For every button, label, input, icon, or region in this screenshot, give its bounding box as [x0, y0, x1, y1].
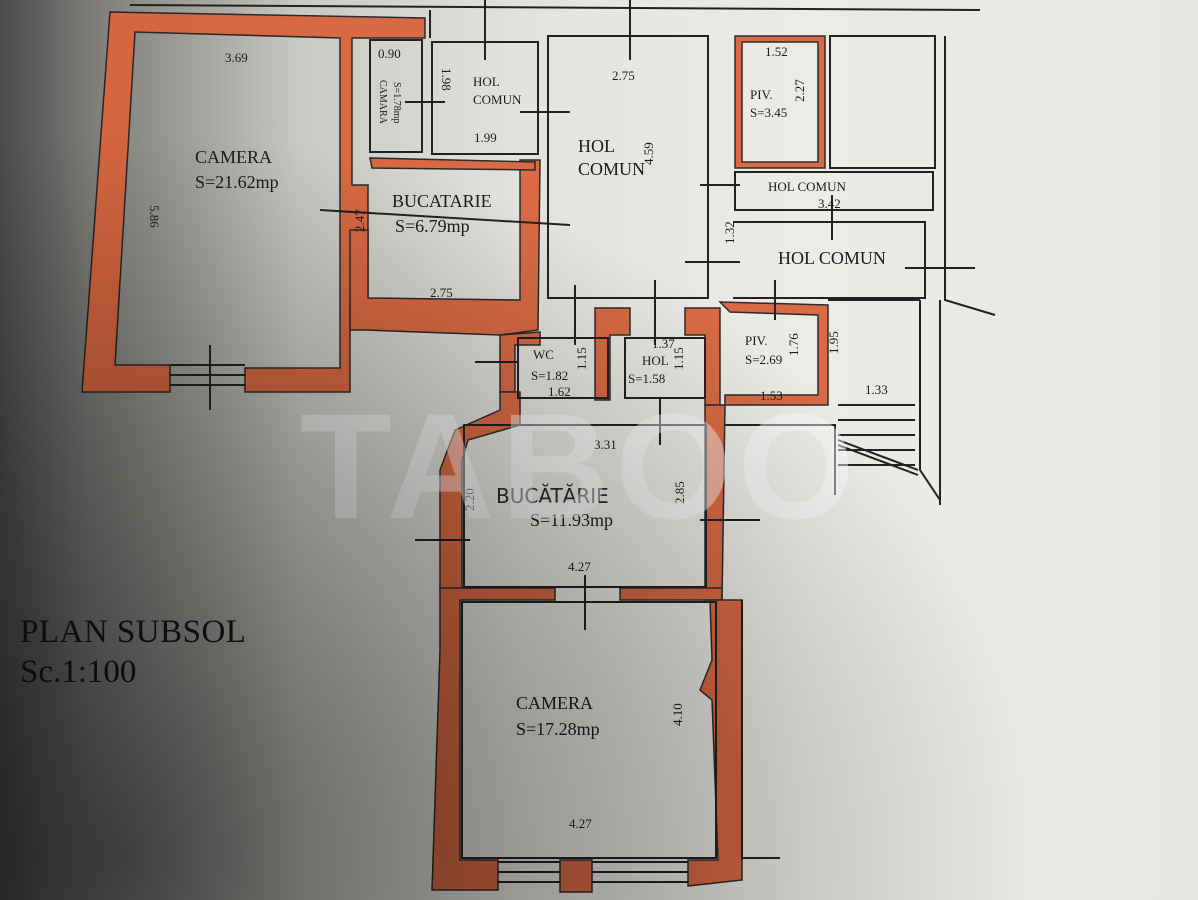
label-hol-small-2: COMUN: [473, 92, 522, 107]
dim-hol-mid-top: 2.75: [612, 68, 635, 83]
label-camara: CAMARA: [377, 80, 388, 125]
area-hol-small2: S=1.58: [628, 371, 665, 386]
dim-piv-top-top: 1.52: [765, 44, 788, 59]
wall-camera-small-bottom-mid: [559, 859, 593, 893]
dim-hol-small-bottom: 1.99: [474, 130, 497, 145]
wall-bucatarie-small: [349, 159, 541, 336]
area-camera-large: S=21.62mp: [195, 172, 279, 192]
dim-bucatarie-large-right: 2.85: [672, 481, 687, 504]
wall-camera-large: [81, 11, 426, 393]
dim-hol-strip: 3.42: [818, 196, 841, 211]
label-hol-mid-2: COMUN: [578, 159, 645, 179]
dim-hol-mid-side: 4.59: [641, 142, 656, 165]
wall-bucatarie-top: [369, 157, 536, 171]
area-camera-small: S=17.28mp: [516, 719, 600, 739]
dim-hol-small2-side: 1.15: [671, 347, 686, 370]
area-bucatarie-small: S=6.79mp: [395, 216, 470, 236]
dim-piv-bottom-bottom: 1.53: [760, 388, 783, 403]
dim-stair-side: 1.95: [826, 331, 841, 354]
dim-wc-bottom: 1.62: [548, 384, 571, 399]
dim-hol-small-side: 1.98: [439, 68, 454, 91]
label-camera-large: CAMERA: [195, 147, 272, 167]
area-camara: S=1.78mp: [391, 82, 402, 123]
wall-mid-hol-top: [684, 307, 721, 406]
area-wc: S=1.82: [531, 368, 568, 383]
label-hol-mid-1: HOL: [578, 136, 615, 156]
area-piv-bottom: S=2.69: [745, 352, 782, 367]
dim-bucatarie-small-bottom: 2.75: [430, 285, 453, 300]
plan-scale: Sc.1:100: [20, 654, 137, 690]
area-piv-top: S=3.45: [750, 105, 787, 120]
label-piv-bottom: PIV.: [745, 333, 768, 348]
label-hol-strip: HOL COMUN: [768, 179, 846, 194]
dim-wc-side: 1.15: [574, 347, 589, 370]
label-hol-right: HOL COMUN: [778, 248, 886, 268]
wall-bucatarie-right: [704, 404, 726, 601]
dim-bucatarie-large-bottom: 4.27: [568, 559, 591, 574]
label-wc: WC: [533, 347, 554, 362]
dim-stair-bottom: 1.33: [865, 382, 888, 397]
title-block: PLAN SUBSOL Sc.1:100: [20, 612, 246, 692]
label-hol-small2: HOL: [642, 353, 669, 368]
plan-title: PLAN SUBSOL: [20, 614, 247, 650]
label-piv-top: PIV.: [750, 87, 773, 102]
dim-hol-right-side: 1.32: [722, 221, 737, 244]
label-hol-small-1: HOL: [473, 74, 500, 89]
dim-bucatarie-large-top: 3.31: [594, 437, 617, 452]
dim-bucatarie-small-side: 2.47: [352, 209, 367, 232]
dim-piv-bottom-side: 1.76: [786, 333, 801, 356]
dim-camera-small-right: 4.10: [670, 703, 685, 726]
wall-between: [431, 587, 556, 891]
area-bucatarie-large: S=11.93mp: [530, 510, 613, 530]
label-bucatarie-large: BUCĂTĂRIE: [496, 484, 609, 508]
dim-camara-top: 0.90: [378, 46, 401, 61]
label-bucatarie-small: BUCATARIE: [392, 191, 492, 211]
wall-between-right: [619, 587, 723, 601]
dim-camera-small-bottom: 4.27: [569, 816, 592, 831]
dim-bucatarie-large-left: 2.20: [462, 488, 477, 511]
dim-camera-large-top: 3.69: [225, 50, 248, 65]
label-camera-small: CAMERA: [516, 693, 593, 713]
dim-camera-large-side: 5.86: [147, 205, 162, 228]
walls-black: [129, 0, 996, 883]
dim-piv-top-side: 2.27: [792, 79, 807, 102]
